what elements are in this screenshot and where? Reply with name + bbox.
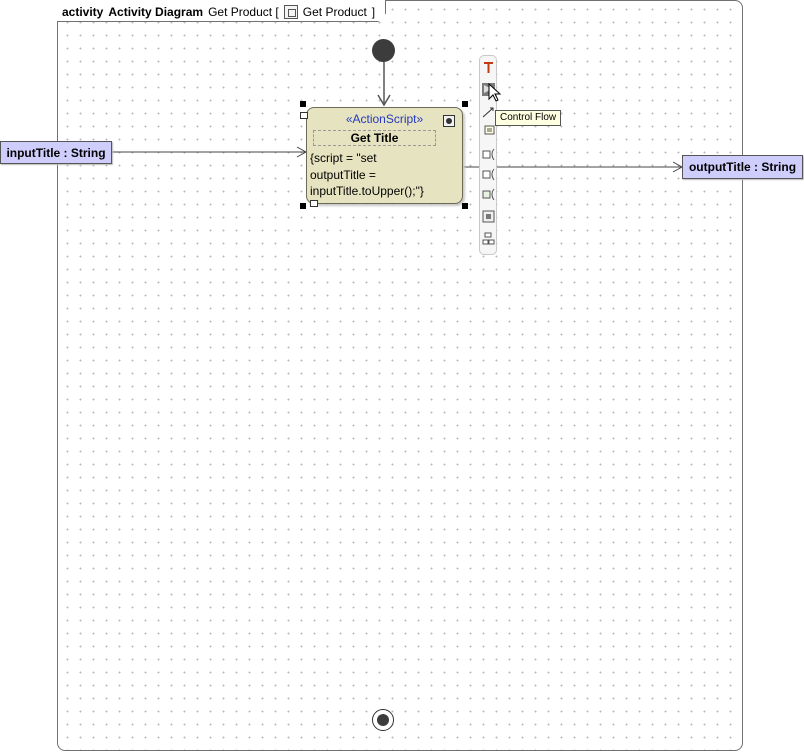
control-flow-edge[interactable] — [377, 62, 391, 107]
activity-icon — [284, 5, 298, 19]
activity-final-node[interactable] — [372, 709, 394, 731]
action-body: {script = "set outputTitle = inputTitle.… — [310, 150, 424, 200]
frame-name-value: Get Product — [302, 5, 367, 19]
action-body-line: {script = "set — [310, 151, 377, 165]
frame-header: activity Activity Diagram Get Product [ … — [57, 0, 386, 22]
frame-name-suffix: ] — [371, 5, 376, 19]
control-flow-tooltip: Control Flow — [495, 110, 562, 126]
note-icon[interactable] — [482, 124, 495, 137]
frame-kind: activity — [62, 5, 104, 19]
object-flow-icon[interactable] — [482, 106, 495, 119]
input-object-flow-edge[interactable] — [112, 146, 308, 158]
action-icon[interactable] — [482, 210, 495, 223]
call-behavior-icon — [443, 115, 455, 127]
resize-handle-sw[interactable] — [300, 203, 306, 209]
text-tool-icon[interactable] — [482, 61, 495, 74]
pin-marker[interactable] — [310, 200, 318, 207]
structure-icon[interactable] — [482, 232, 495, 245]
value-pin-icon[interactable] — [482, 188, 495, 201]
resize-handle-se[interactable] — [462, 203, 468, 209]
action-node-get-title[interactable]: «ActionScript» Get Title {script = "set … — [306, 107, 463, 204]
mouse-cursor-icon — [488, 83, 502, 102]
resize-handle-nw[interactable] — [300, 101, 306, 107]
input-parameter-node[interactable]: inputTitle : String — [0, 141, 112, 164]
action-body-line: inputTitle.toUpper();"} — [310, 184, 424, 198]
smart-manipulator-toolbar — [479, 55, 497, 255]
initial-node[interactable] — [372, 39, 395, 62]
action-name[interactable]: Get Title — [313, 130, 436, 146]
action-stereotype: «ActionScript» — [345, 112, 424, 126]
input-pin-icon[interactable] — [482, 148, 495, 161]
resize-handle-ne[interactable] — [462, 101, 468, 107]
frame-name-prefix: Get Product [ — [208, 5, 279, 19]
collapse-marker[interactable] — [300, 112, 308, 119]
output-pin-icon[interactable] — [482, 168, 495, 181]
output-parameter-node[interactable]: outputTitle : String — [682, 155, 803, 179]
frame-type: Activity Diagram — [108, 5, 204, 19]
action-body-line: outputTitle = — [310, 167, 376, 182]
